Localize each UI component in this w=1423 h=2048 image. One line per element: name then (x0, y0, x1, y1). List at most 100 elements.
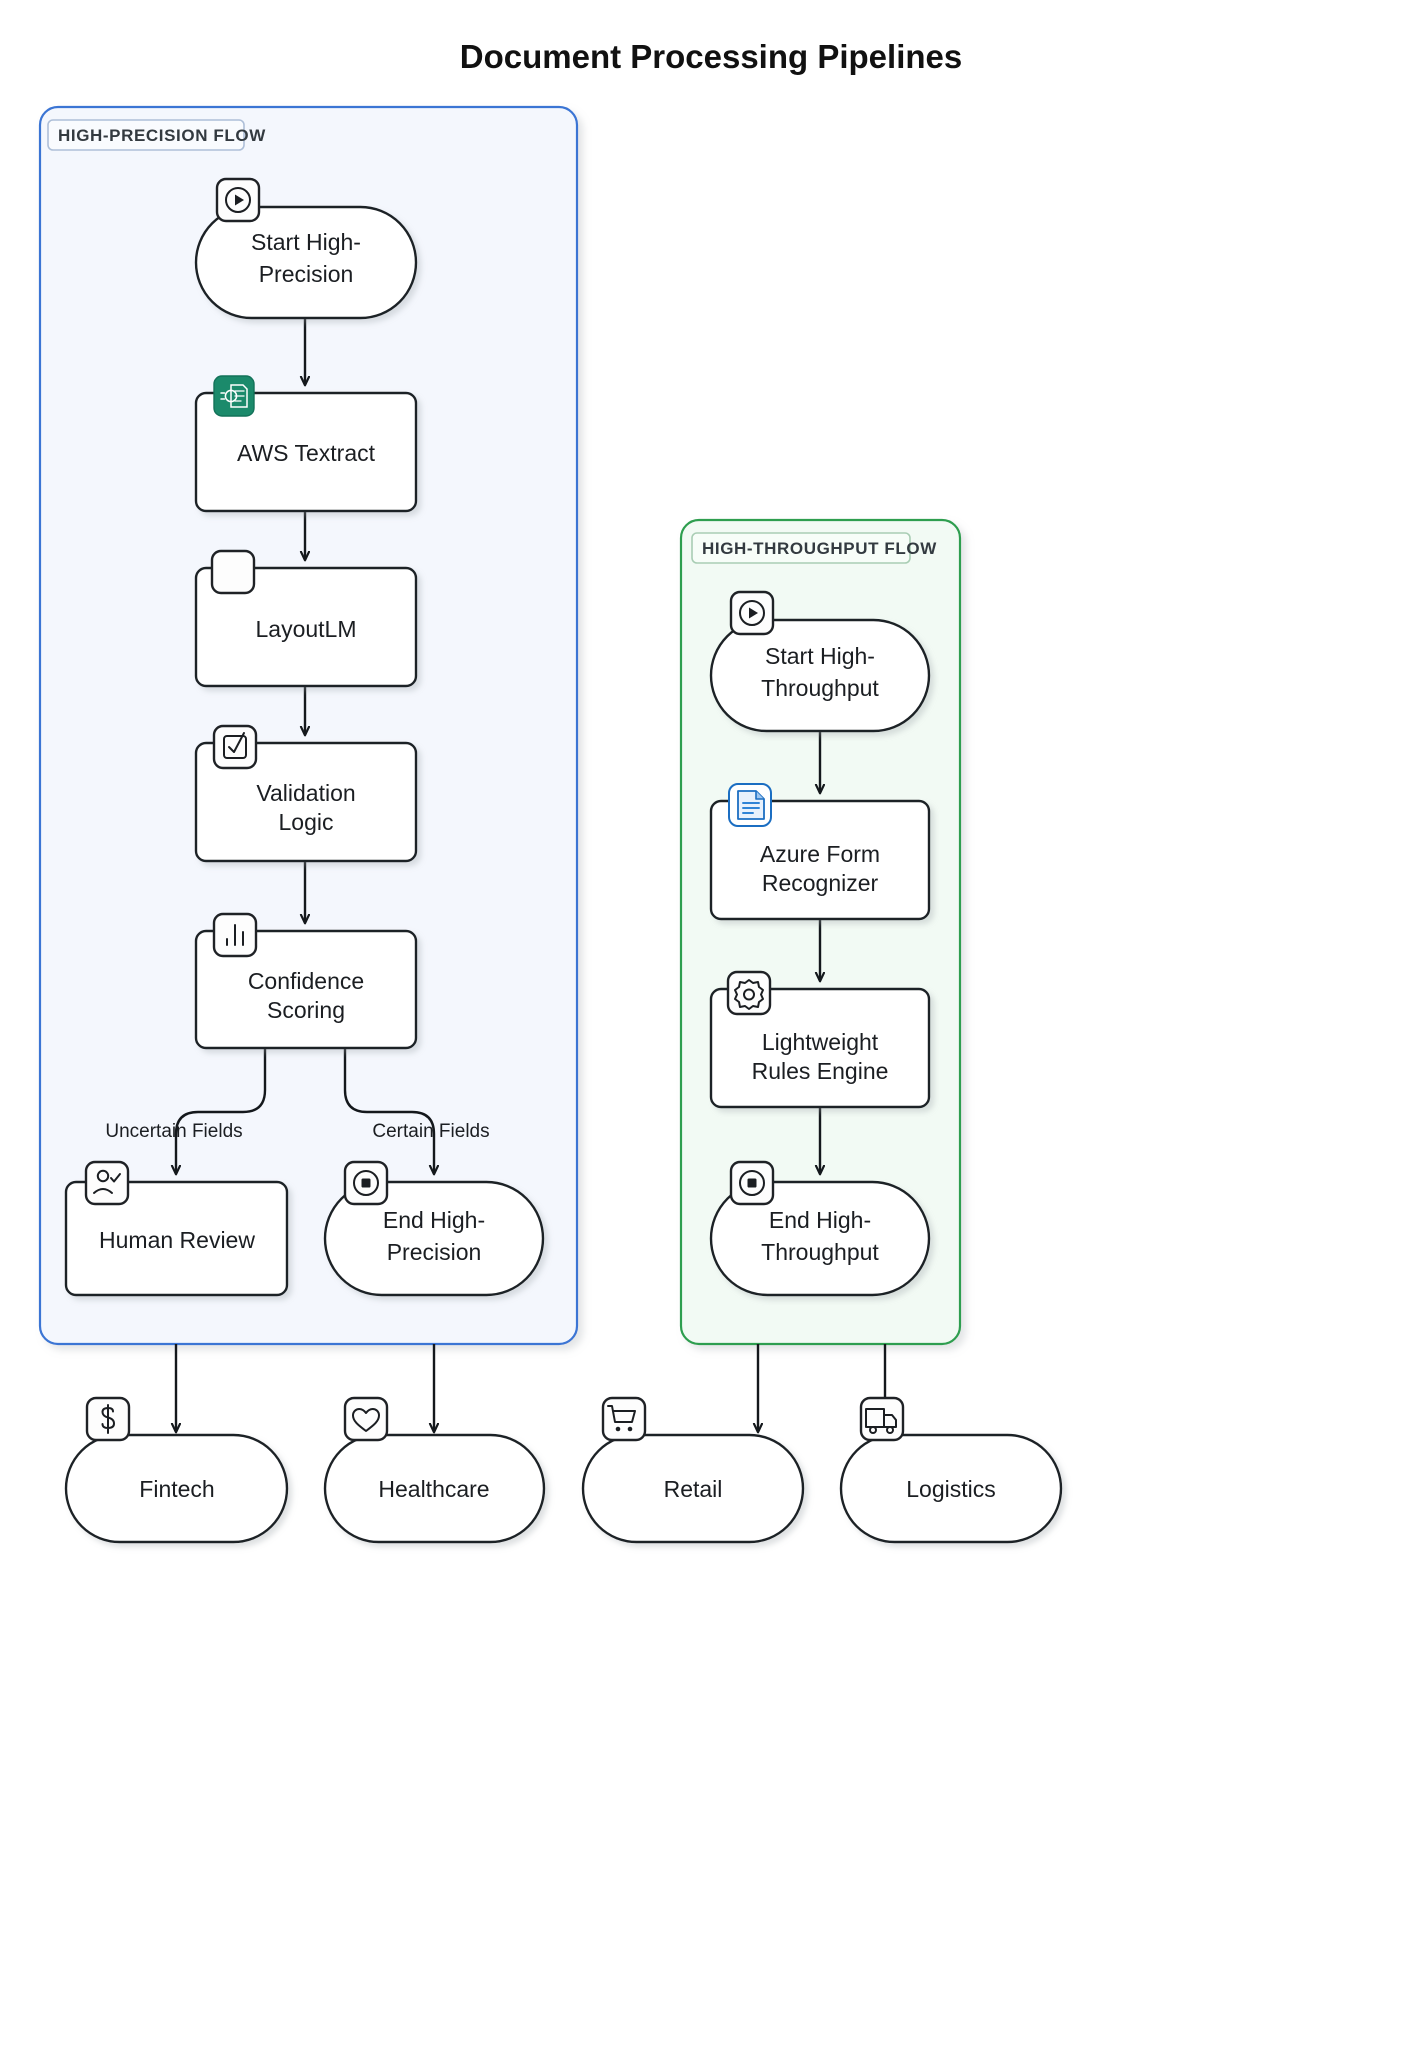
shopping-cart-icon-bg (601, 1396, 647, 1442)
node-fintech-shape[interactable] (64, 1433, 289, 1544)
stop-circle-icon-ring-2 (739, 1170, 765, 1196)
shopping-cart-icon-wheel-right (627, 1426, 633, 1432)
node-validation-logic-label-1: Validation (256, 780, 355, 806)
gear-icon-hole (743, 988, 755, 1001)
node-validation-logic-shape[interactable] (194, 741, 418, 863)
edge-label-uncertain-fields: Uncertain Fields (105, 1121, 242, 1142)
cluster-high-precision-label-box (47, 119, 245, 151)
node-logistics[interactable]: Logistics (839, 1396, 1063, 1544)
node-start-high-precision[interactable]: Start High- Precision (194, 177, 418, 320)
node-healthcare[interactable]: Healthcare (323, 1396, 546, 1544)
dollar-icon (85, 1396, 131, 1442)
play-circle-icon (215, 177, 261, 223)
node-retail-shape[interactable] (581, 1433, 805, 1544)
gear-icon (726, 970, 772, 1016)
cluster-high-precision-body (38, 105, 579, 1346)
shopping-cart-icon-basket (607, 1405, 636, 1423)
truck-icon-wheel-rear (869, 1426, 877, 1434)
node-aws-textract-shape[interactable] (194, 391, 418, 513)
cluster-high-precision: HIGH-PRECISION FLOW (38, 105, 579, 1346)
play-circle-icon-ring-2 (739, 600, 765, 626)
dollar-icon-glyph (101, 1404, 115, 1434)
gear-icon-bg (726, 970, 772, 1016)
node-confidence-scoring-shape[interactable] (194, 929, 418, 1050)
aws-textract-icon (213, 375, 255, 417)
node-azure-form-recognizer-shape[interactable] (709, 799, 931, 921)
play-circle-icon-ring (225, 187, 251, 213)
bar-chart-icon-bars (226, 924, 244, 946)
check-square-icon-tick (228, 732, 245, 753)
user-check-icon-bg (84, 1160, 130, 1206)
truck-icon-cab (883, 1414, 897, 1428)
stop-circle-icon-square-2 (747, 1178, 757, 1188)
edge-label-certain-fields: Certain Fields (372, 1121, 489, 1142)
node-aws-textract[interactable]: AWS Textract (194, 375, 418, 513)
node-fintech-label-1: Fintech (139, 1476, 214, 1502)
edge-confidence-to-human-review (176, 1048, 267, 1174)
node-start-high-throughput[interactable]: Start High- Throughput (709, 590, 931, 733)
edges-to-industries (176, 1344, 885, 1432)
user-check-icon (84, 1160, 130, 1206)
truck-icon (859, 1396, 905, 1442)
edge-confidence-to-end-precision (343, 1048, 434, 1174)
node-end-high-throughput-shape[interactable] (709, 1180, 931, 1297)
aws-textract-icon-doc (230, 384, 248, 408)
node-start-high-throughput-label-2: Throughput (761, 675, 879, 701)
stop-circle-icon-square (361, 1178, 371, 1188)
node-validation-logic-label-2: Logic (279, 809, 334, 835)
heart-icon (343, 1396, 389, 1442)
node-healthcare-shape[interactable] (323, 1433, 546, 1544)
node-confidence-scoring-label-1: Confidence (248, 968, 364, 994)
node-end-high-precision[interactable]: End High- Precision (323, 1160, 545, 1297)
truck-icon-bg (859, 1396, 905, 1442)
node-azure-form-recognizer-label-2: Recognizer (762, 870, 879, 896)
node-human-review[interactable]: Human Review (64, 1160, 289, 1297)
node-end-high-precision-shape[interactable] (323, 1180, 545, 1297)
blank-icon (210, 549, 256, 595)
node-end-high-precision-label-1: End High- (383, 1207, 485, 1233)
node-start-high-throughput-shape[interactable] (709, 618, 931, 733)
stop-circle-icon (729, 1160, 775, 1206)
node-confidence-scoring[interactable]: Confidence Scoring (194, 912, 418, 1050)
gear-icon-body (734, 979, 764, 1010)
node-end-high-throughput-label-1: End High- (769, 1207, 871, 1233)
node-logistics-shape[interactable] (839, 1433, 1063, 1544)
node-start-high-precision-shape[interactable] (194, 205, 418, 320)
node-layoutlm[interactable]: LayoutLM (194, 549, 418, 688)
node-start-high-precision-label-1: Start High- (251, 229, 361, 255)
user-check-icon-body (93, 1188, 113, 1194)
node-lightweight-rules-engine-label-2: Rules Engine (752, 1058, 889, 1084)
cluster-high-throughput-label: HIGH-THROUGHPUT FLOW (702, 539, 937, 558)
node-end-high-throughput[interactable]: End High- Throughput (709, 1160, 931, 1297)
node-layoutlm-shape[interactable] (194, 566, 418, 688)
node-fintech[interactable]: Fintech (64, 1396, 289, 1544)
bar-chart-icon (212, 912, 258, 958)
check-square-icon (212, 724, 258, 770)
node-azure-form-recognizer[interactable]: Azure Form Recognizer (709, 783, 931, 921)
user-check-icon-head (96, 1169, 110, 1183)
aws-textract-icon-lines (234, 390, 245, 402)
node-aws-textract-label-1: AWS Textract (237, 440, 376, 466)
aws-textract-icon-bg (213, 375, 255, 417)
node-validation-logic[interactable]: Validation Logic (194, 724, 418, 863)
cluster-high-throughput-label-box (691, 532, 911, 564)
node-layoutlm-label-1: LayoutLM (255, 616, 356, 642)
shopping-cart-icon (601, 1396, 647, 1442)
shopping-cart-icon-wheel-left (615, 1426, 621, 1432)
node-retail[interactable]: Retail (581, 1396, 805, 1544)
node-lightweight-rules-engine-shape[interactable] (709, 987, 931, 1109)
node-lightweight-rules-engine[interactable]: Lightweight Rules Engine (709, 970, 931, 1109)
truck-icon-wheel-front (886, 1426, 894, 1434)
node-end-high-precision-label-2: Precision (387, 1239, 482, 1265)
play-circle-icon-triangle-2 (749, 607, 758, 619)
node-confidence-scoring-label-2: Scoring (267, 997, 345, 1023)
play-circle-icon-triangle (235, 194, 244, 206)
node-logistics-label-1: Logistics (906, 1476, 995, 1502)
play-circle-icon (729, 590, 775, 636)
check-square-icon-frame (223, 735, 247, 759)
node-human-review-shape[interactable] (64, 1180, 289, 1297)
heart-icon-bg (343, 1396, 389, 1442)
heart-icon-glyph (352, 1408, 380, 1432)
node-healthcare-label-1: Healthcare (378, 1476, 489, 1502)
